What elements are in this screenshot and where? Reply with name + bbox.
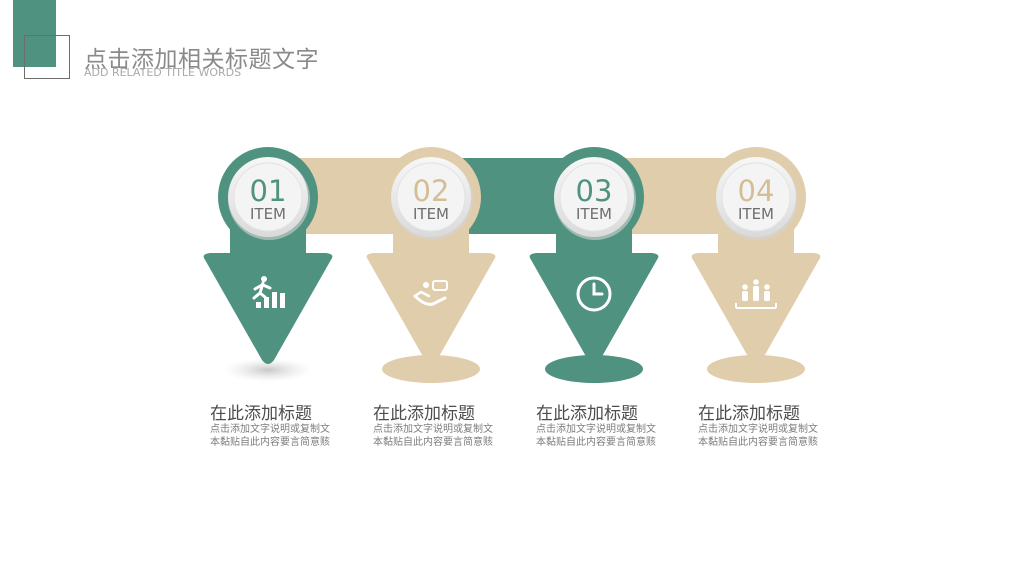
- step-arrow: [203, 253, 333, 364]
- badge-face: [396, 162, 466, 232]
- badge-face: [721, 162, 791, 232]
- podium-people-icon: [735, 279, 777, 309]
- page-subtitle: ADD RELATED TITLE WORDS: [84, 66, 242, 79]
- step-base-ellipse: [707, 355, 805, 383]
- badge-face: [559, 162, 629, 232]
- step-title[interactable]: 在此添加标题: [536, 404, 638, 424]
- badge-face: [233, 162, 303, 232]
- step-arrow: [366, 253, 496, 364]
- step-number: 01: [249, 174, 287, 208]
- step-base-shadow: [224, 358, 312, 382]
- step-02: [366, 147, 496, 383]
- step-base-ellipse: [545, 355, 643, 383]
- step-base-ellipse: [382, 355, 480, 383]
- step-title[interactable]: 在此添加标题: [698, 404, 800, 424]
- step-title[interactable]: 在此添加标题: [210, 404, 312, 424]
- clock-icon: [576, 276, 612, 312]
- step-description[interactable]: 点击添加文字说明或复制文本黏贴自此内容要言简意赅: [373, 424, 493, 448]
- step-description[interactable]: 点击添加文字说明或复制文本黏贴自此内容要言简意赅: [210, 424, 330, 448]
- step-title[interactable]: 在此添加标题: [373, 404, 475, 424]
- person-climbing-bars-icon: [252, 276, 285, 308]
- corner-accent-block: [13, 0, 56, 67]
- page-title[interactable]: 点击添加相关标题文字: [84, 47, 319, 73]
- step-number: 03: [575, 174, 613, 208]
- step-item-label: ITEM: [737, 205, 774, 223]
- corner-accent-frame: [24, 35, 70, 79]
- step-number: 02: [412, 174, 450, 208]
- step-item-label: ITEM: [412, 205, 449, 223]
- step-04: [691, 147, 821, 383]
- step-item-label: ITEM: [249, 205, 286, 223]
- step-01: [203, 147, 333, 382]
- step-03: [529, 147, 659, 383]
- step-number: 04: [737, 174, 775, 208]
- step-item-label: ITEM: [575, 205, 612, 223]
- step-description[interactable]: 点击添加文字说明或复制文本黏贴自此内容要言简意赅: [698, 424, 818, 448]
- hand-giving-icon: [413, 280, 448, 306]
- step-description[interactable]: 点击添加文字说明或复制文本黏贴自此内容要言简意赅: [536, 424, 656, 448]
